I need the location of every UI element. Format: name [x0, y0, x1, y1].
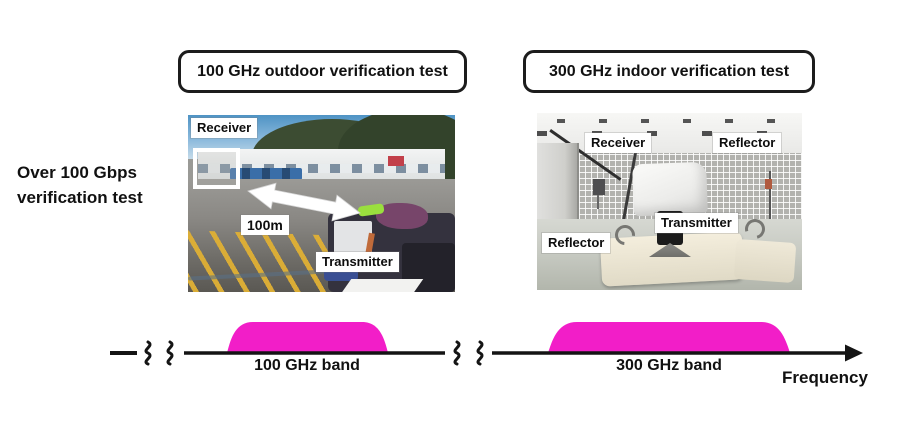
band-100ghz-label: 100 GHz band [254, 357, 360, 374]
outdoor-parked-trucks [230, 168, 302, 180]
axis-arrowhead-icon [845, 344, 863, 362]
frequency-axis-label: Frequency [782, 368, 868, 387]
side-caption-line2: verification test [17, 188, 143, 207]
indoor-antenna-pole [769, 171, 771, 219]
indoor-receiver-tripod [597, 195, 599, 209]
axis-break-icon [166, 340, 174, 366]
outdoor-test-title: 100 GHz outdoor verification test [197, 62, 448, 80]
band-300ghz-shape [548, 322, 790, 353]
side-caption: Over 100 Gbps verification test [17, 160, 143, 210]
double-headed-arrow-icon [247, 182, 361, 222]
indoor-reflector-bottom-label: Reflector [542, 233, 611, 253]
indoor-reflector-marker [765, 179, 772, 189]
outdoor-photo: Receiver 100m Transmitter [188, 115, 455, 292]
outdoor-red-sign [388, 156, 404, 166]
band-100ghz-shape [227, 322, 388, 353]
cart-cables [376, 203, 428, 229]
indoor-ceiling-lights [557, 119, 797, 123]
indoor-equipment-cover [632, 161, 708, 217]
outdoor-receiver-label: Receiver [191, 118, 258, 138]
outdoor-building-windows [198, 164, 445, 173]
indoor-table-extension [733, 238, 797, 284]
frequency-axis [110, 322, 863, 366]
indoor-ceiling-lights [537, 131, 802, 136]
outdoor-distance-label: 100m [241, 215, 289, 235]
indoor-transmitter-label: Transmitter [655, 213, 738, 233]
indoor-test-title-box: 300 GHz indoor verification test [523, 50, 815, 93]
axis-break-icon [144, 340, 152, 366]
receiver-highlight-square [193, 148, 240, 189]
indoor-distant-receiver [593, 179, 605, 195]
distance-arrow [247, 182, 361, 222]
axis-break-icon [453, 340, 461, 366]
outdoor-test-title-box: 100 GHz outdoor verification test [178, 50, 467, 93]
outdoor-transmitter-label: Transmitter [316, 252, 399, 272]
indoor-photo: Receiver Reflector Transmitter Reflector [537, 113, 802, 290]
indoor-receiver-label: Receiver [585, 133, 652, 153]
side-caption-line1: Over 100 Gbps [17, 163, 138, 182]
band-300ghz-label: 300 GHz band [616, 357, 722, 374]
indoor-test-title: 300 GHz indoor verification test [548, 62, 790, 80]
indoor-reflector-top-label: Reflector [713, 133, 782, 153]
axis-break-icon [476, 340, 484, 366]
